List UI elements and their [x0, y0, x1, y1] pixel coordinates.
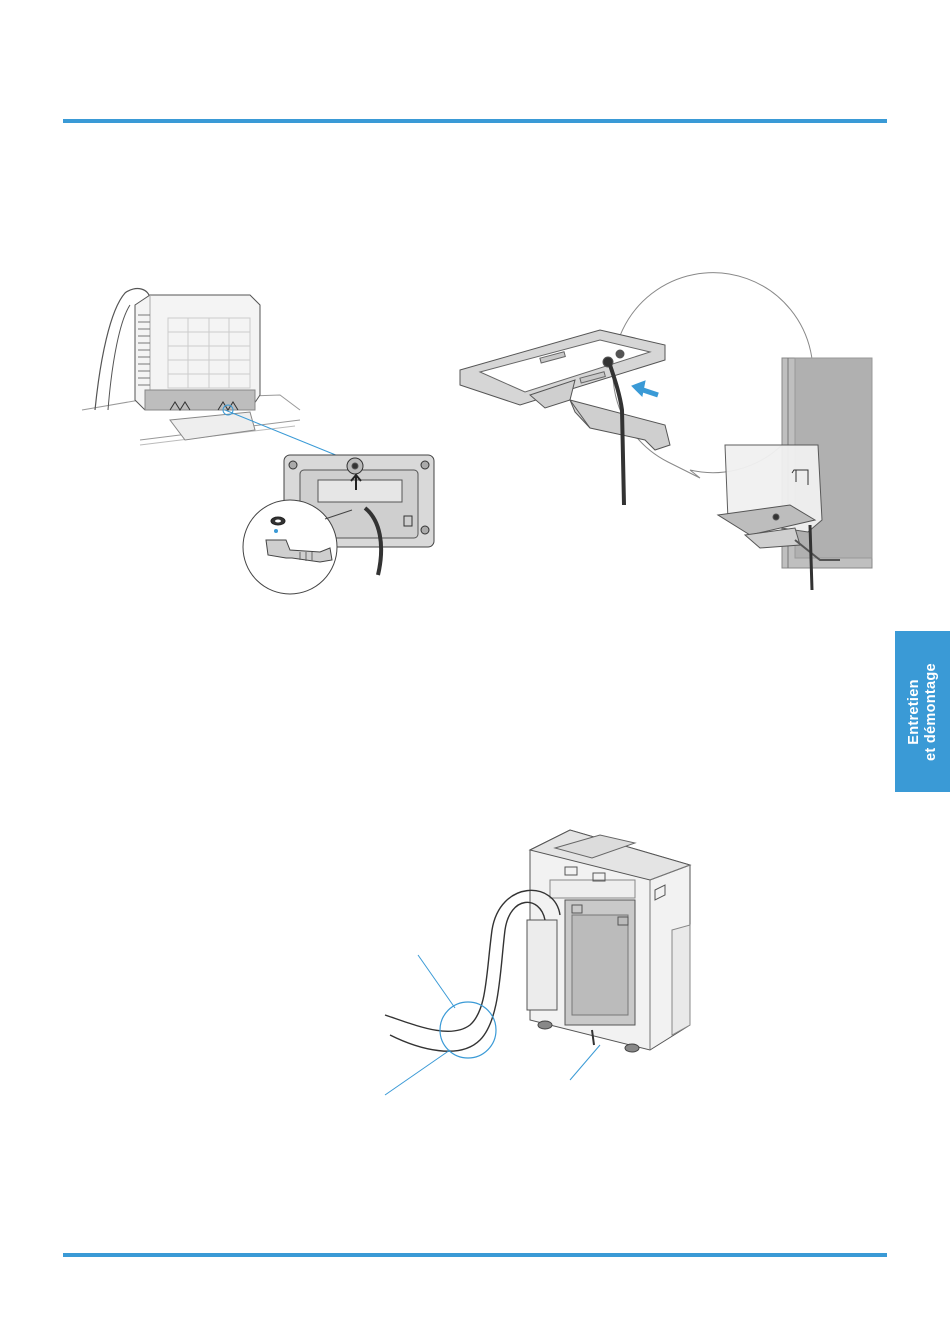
figure-unit-with-hose: [385, 830, 690, 1095]
figure-bracket-and-hose: [460, 273, 872, 590]
figure-water-tank-drain-fitting: [82, 289, 434, 594]
